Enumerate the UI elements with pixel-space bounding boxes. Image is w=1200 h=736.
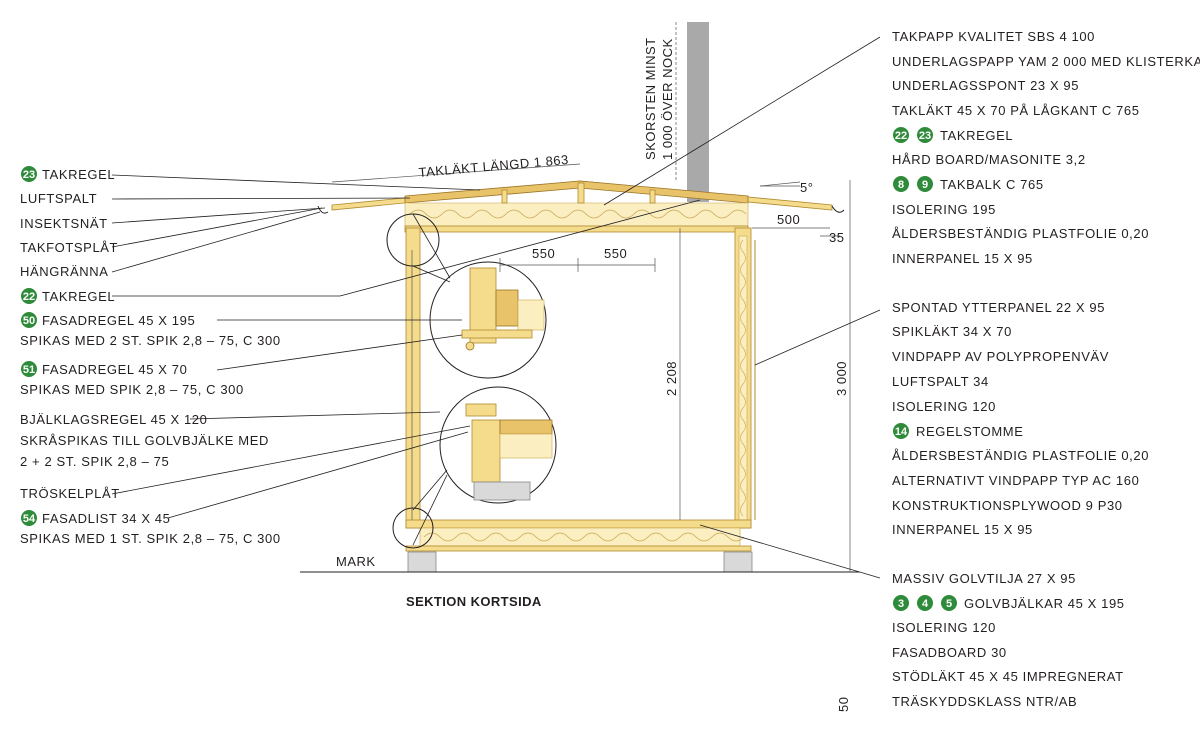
label-bjalklagsregel: BJÄLKLAGSREGEL 45 X 120 [20, 412, 207, 427]
foundation-left [407, 551, 437, 573]
page-number: 50 [836, 697, 851, 712]
badge-22-right-text: 22 [895, 130, 907, 142]
label-fasadregel-195-sub: SPIKAS MED 2 ST. SPIK 2,8 – 75, C 300 [20, 333, 281, 348]
badge-50-text: 50 [23, 315, 35, 327]
dim-total-height: 3 000 [834, 361, 849, 396]
label-fasadlist-sub: SPIKAS MED 1 ST. SPIK 2,8 – 75, C 300 [20, 531, 281, 546]
label-innerpanel-wall: INNERPANEL 15 X 95 [892, 522, 1033, 537]
right-bottom-labels: MASSIV GOLVTILJA 27 X 95 3 4 5 GOLVBJÄLK… [892, 571, 1125, 709]
badge-50 [21, 312, 37, 328]
dim-angle: 5° [800, 180, 813, 195]
dim-taklakt-langd: TAKLÄKT LÄNGD 1 863 [418, 152, 569, 180]
badge-5 [941, 595, 957, 611]
floor [405, 519, 752, 552]
label-underlagspapp: UNDERLAGSPAPP YAM 2 000 MED KLISTERKANT [892, 54, 1200, 69]
label-taklakt: TAKLÄKT 45 X 70 PÅ LÅGKANT C 765 [892, 103, 1140, 118]
dim-wall-height: 2 208 [664, 361, 679, 396]
badge-22-right [893, 127, 909, 143]
label-hangranna: HÄNGRÄNNA [20, 264, 108, 279]
label-underlagsspont: UNDERLAGSSPONT 23 X 95 [892, 78, 1079, 93]
badge-3-text: 3 [898, 598, 904, 610]
label-spiklakt: SPIKLÄKT 34 X 70 [892, 324, 1012, 339]
badge-22 [21, 288, 37, 304]
label-takregel-right: TAKREGEL [940, 128, 1013, 143]
label-isolering-120-floor: ISOLERING 120 [892, 620, 996, 635]
right-top-labels: TAKPAPP KVALITET SBS 4 100 UNDERLAGSPAPP… [892, 29, 1200, 266]
label-takpapp: TAKPAPP KVALITET SBS 4 100 [892, 29, 1095, 44]
label-fasadregel-70: FASADREGEL 45 X 70 [42, 362, 187, 377]
walls [405, 227, 756, 529]
label-regelstomme: REGELSTOMME [916, 424, 1024, 439]
label-luftspalt-34: LUFTSPALT 34 [892, 374, 989, 389]
dimension-lines [331, 163, 851, 572]
leader-lines [111, 36, 881, 579]
detail-circle-eave [412, 213, 547, 379]
detail-circle-floor [412, 386, 557, 546]
badge-4-text: 4 [922, 598, 929, 610]
label-insektsnat: INSEKTSNÄT [20, 216, 108, 231]
label-fasadregel-195: FASADREGEL 45 X 195 [42, 313, 195, 328]
label-vindpapp: VINDPAPP AV POLYPROPENVÄV [892, 349, 1109, 364]
label-takbalk: TAKBALK C 765 [940, 177, 1044, 192]
label-alt-vindpapp: ALTERNATIVT VINDPAPP TYP AC 160 [892, 473, 1139, 488]
badge-9-text: 9 [922, 179, 928, 191]
label-golvbjalkar: GOLVBJÄLKAR 45 X 195 [964, 596, 1125, 611]
label-bjalklagsregel-sub: SKRÅSPIKAS TILL GOLVBJÄLKE MED [20, 433, 269, 448]
badge-8 [893, 176, 909, 192]
label-troskelplat: TRÖSKELPLÅT [20, 486, 120, 501]
label-isolering-120-wall: ISOLERING 120 [892, 399, 996, 414]
label-traskyddsklass: TRÄSKYDDSKLASS NTR/AB [892, 694, 1077, 709]
label-isolering-195: ISOLERING 195 [892, 202, 996, 217]
label-bjalklagsregel-sub2: 2 + 2 ST. SPIK 2,8 – 75 [20, 454, 169, 469]
label-luftspalt: LUFTSPALT [20, 191, 97, 206]
chimney-note-2: 1 000 ÖVER NOCK [660, 38, 675, 160]
label-takregel-22: TAKREGEL [42, 289, 115, 304]
badge-23 [21, 166, 37, 182]
dim-overhang: 500 [777, 212, 800, 227]
badge-9 [917, 176, 933, 192]
badge-23-right-text: 23 [919, 130, 931, 142]
left-labels: 23 TAKREGEL LUFTSPALT INSEKTSNÄT TAKFOTS… [20, 166, 281, 546]
label-takregel-23: TAKREGEL [42, 167, 115, 182]
label-hard-board: HÅRD BOARD/MASONITE 3,2 [892, 152, 1086, 167]
ground-label: MARK [336, 554, 376, 569]
label-stodlakt: STÖDLÄKT 45 X 45 IMPREGNERAT [892, 669, 1124, 684]
building-section [300, 22, 860, 573]
badge-22-text: 22 [23, 291, 35, 303]
foundation-right [723, 551, 753, 573]
badge-14 [893, 423, 909, 439]
badge-4 [917, 595, 933, 611]
right-mid-labels: SPONTAD YTTERPANEL 22 X 95 SPIKLÄKT 34 X… [892, 300, 1149, 537]
badge-5-text: 5 [946, 598, 952, 610]
label-innerpanel-roof: INNERPANEL 15 X 95 [892, 251, 1033, 266]
badge-51-text: 51 [23, 364, 35, 376]
chimney-note-1: SKORSTEN MINST [643, 37, 658, 160]
label-plastfolie-roof: ÅLDERSBESTÄNDIG PLASTFOLIE 0,20 [892, 226, 1149, 241]
label-fasadlist: FASADLIST 34 X 45 [42, 511, 170, 526]
badge-23-text: 23 [23, 169, 35, 181]
badge-54-text: 54 [23, 513, 36, 525]
label-golvtilja: MASSIV GOLVTILJA 27 X 95 [892, 571, 1076, 586]
roof [317, 180, 845, 233]
label-plywood: KONSTRUKTIONSPLYWOOD 9 P30 [892, 498, 1123, 513]
dim-gutter: 35 [829, 230, 844, 245]
label-fasadregel-70-sub: SPIKAS MED SPIK 2,8 – 75, C 300 [20, 382, 244, 397]
label-plastfolie-wall: ÅLDERSBESTÄNDIG PLASTFOLIE 0,20 [892, 448, 1149, 463]
badge-3 [893, 595, 909, 611]
dim-span-left: 550 [532, 246, 555, 261]
badge-23-right [917, 127, 933, 143]
badge-8-text: 8 [898, 179, 904, 191]
label-takfotsplat: TAKFOTSPLÅT [20, 240, 118, 255]
badge-51 [21, 361, 37, 377]
chimney [687, 22, 709, 202]
dim-span-right: 550 [604, 246, 627, 261]
badge-14-text: 14 [895, 426, 908, 438]
label-ytterpanel: SPONTAD YTTERPANEL 22 X 95 [892, 300, 1105, 315]
section-title: SEKTION KORTSIDA [406, 594, 542, 609]
label-fasadboard: FASADBOARD 30 [892, 645, 1007, 660]
badge-54 [21, 510, 37, 526]
